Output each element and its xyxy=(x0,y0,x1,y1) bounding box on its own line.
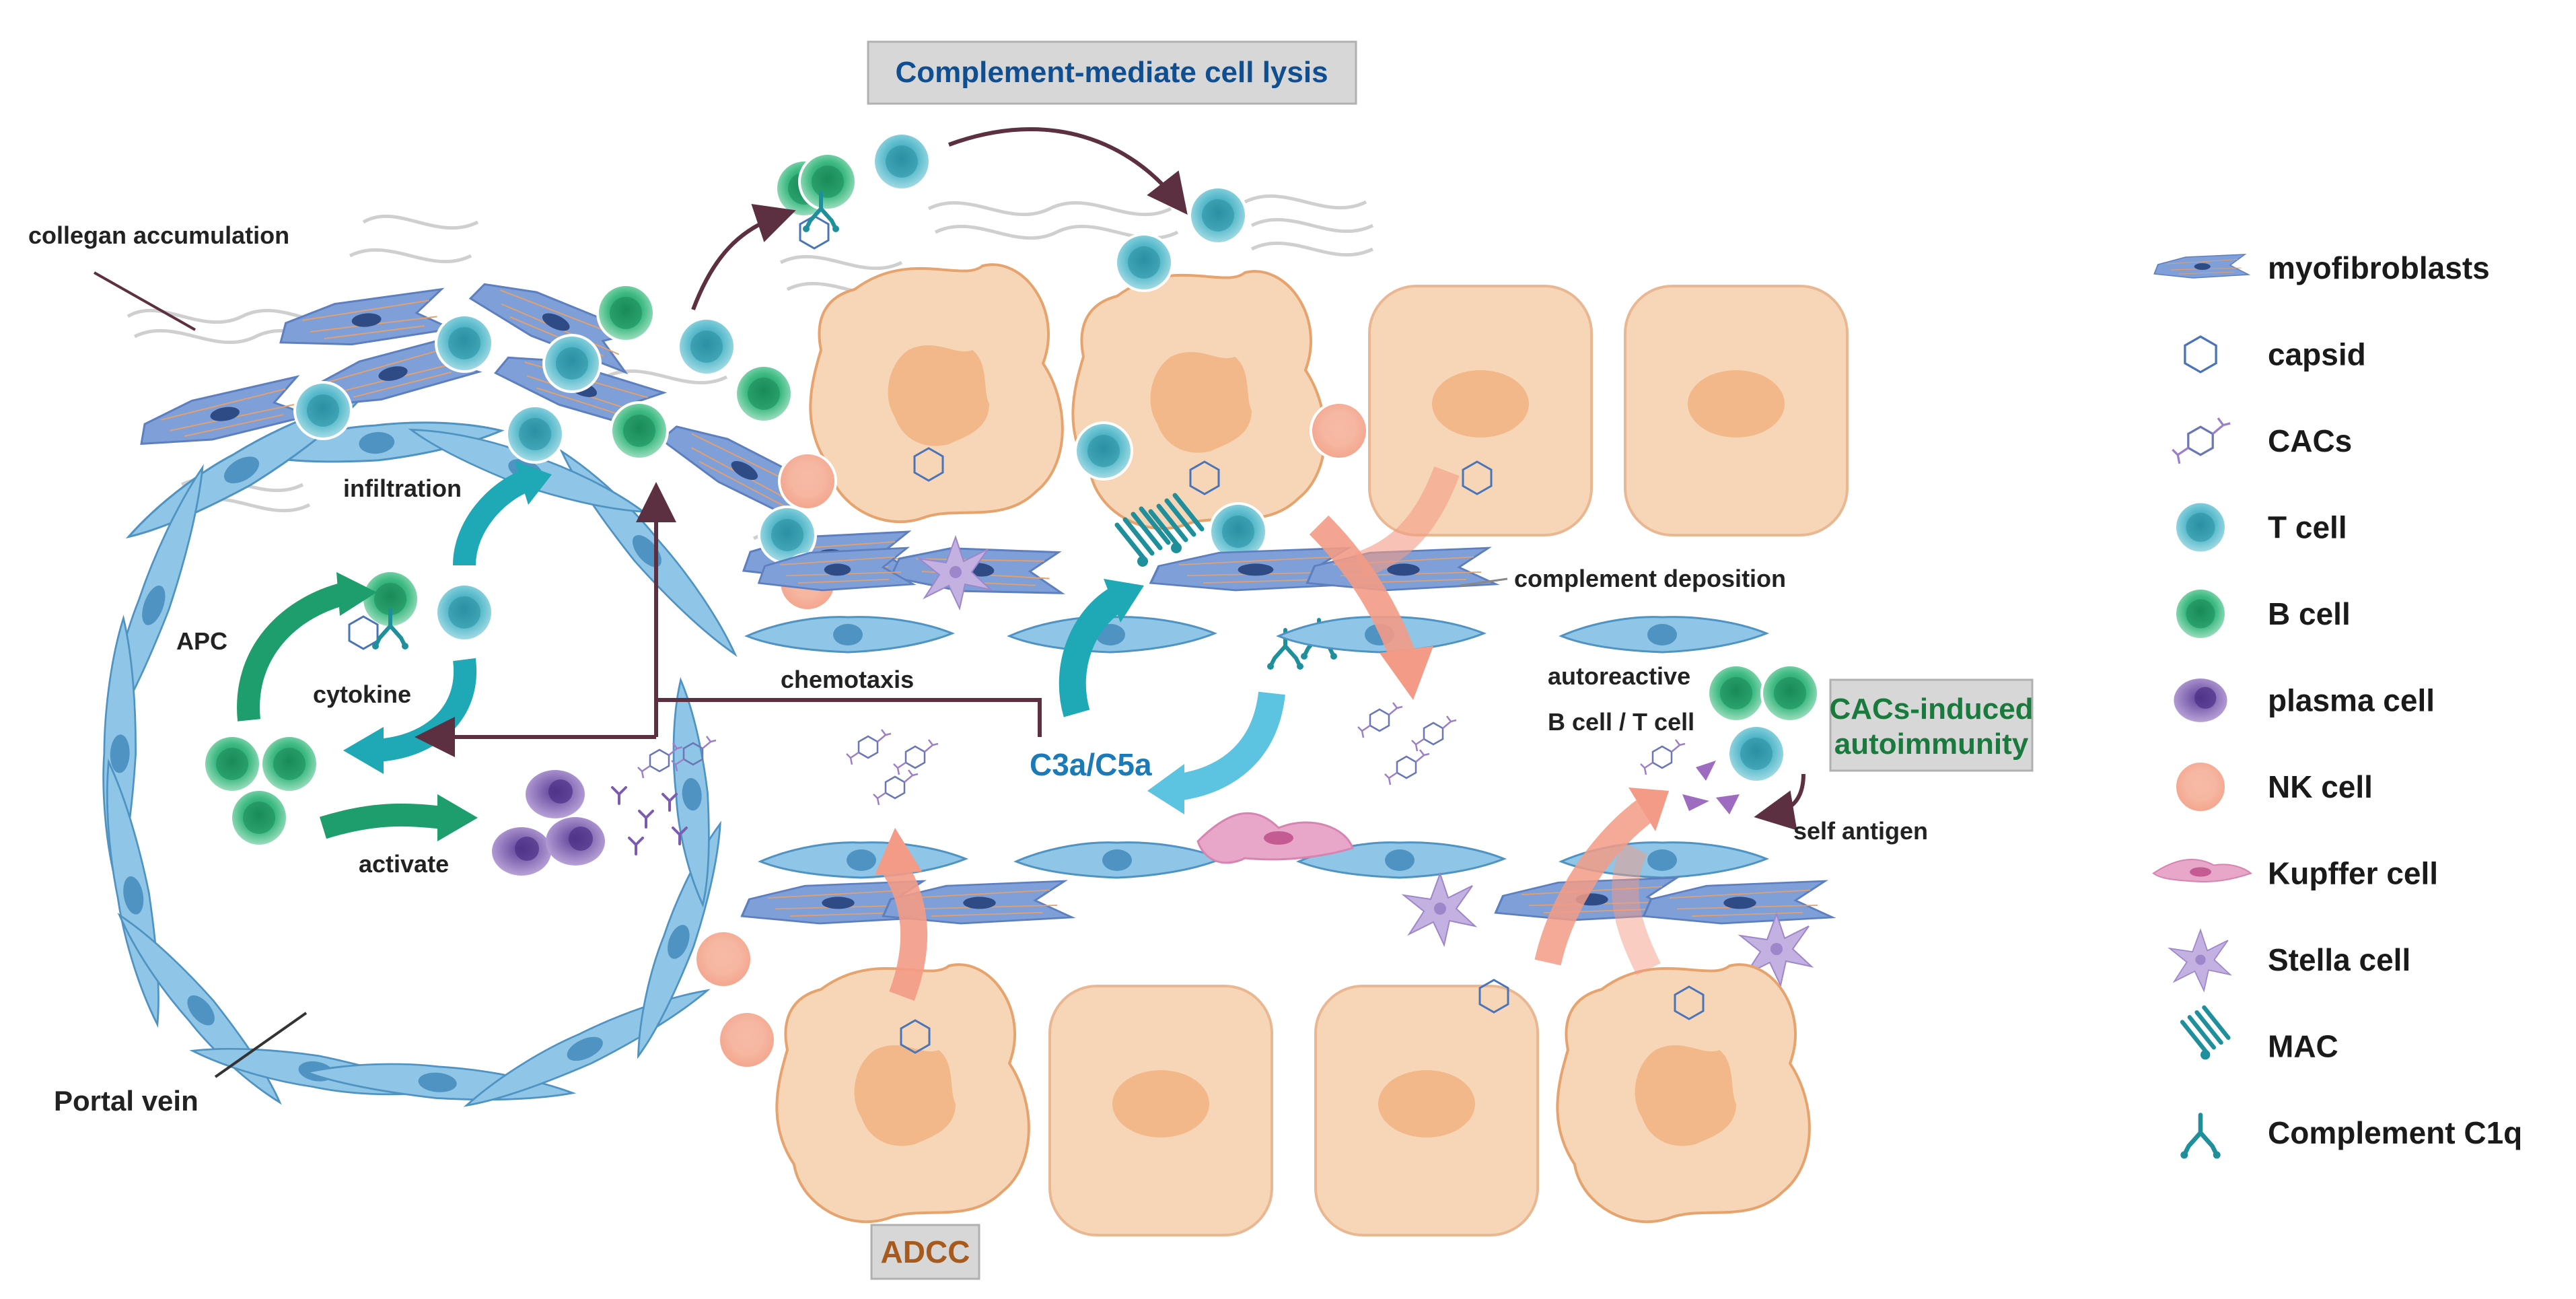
kupffer-cell-icon xyxy=(2152,858,2253,882)
complement-lysis-region: Complement-mediate cell lysis xyxy=(746,40,1849,814)
deposition-pointer xyxy=(1460,577,1508,587)
legend-background xyxy=(2143,222,2574,1286)
cytokine-label: cytokine xyxy=(313,680,411,708)
complement-title-box xyxy=(867,40,1357,105)
legend-label: Kupffer cell xyxy=(2268,856,2438,891)
chemotaxis-line xyxy=(636,482,1042,737)
c3a-arrow-down xyxy=(1175,691,1285,801)
autoimmune-arrow xyxy=(1534,796,1657,966)
cytokine-arrowhead xyxy=(343,727,384,774)
plasma-cells xyxy=(492,770,605,876)
apc-label: APC xyxy=(176,627,227,655)
hepatocyte-top-1 xyxy=(1368,285,1593,536)
salmon-arrow-cross xyxy=(1355,466,1460,578)
apc-complex xyxy=(348,569,494,650)
activate-label: activate xyxy=(359,850,449,878)
legend-icons xyxy=(2152,254,2253,1159)
legend-label: Complement C1q xyxy=(2268,1115,2522,1150)
diagram-labels: collegan accumulation infiltration APC c… xyxy=(28,221,1928,1117)
activate-arrow xyxy=(319,803,445,839)
infiltration-arrow xyxy=(453,470,530,566)
self-antigen-label: self antigen xyxy=(1793,817,1928,845)
complement-title: Complement-mediate cell lysis xyxy=(895,56,1328,89)
portal-vein-label: Portal vein xyxy=(54,1085,199,1117)
upward-arrow xyxy=(691,203,796,311)
nk-attacked-cell-4 xyxy=(1556,963,1811,1224)
legend-label: plasma cell xyxy=(2268,683,2435,718)
adcc-box xyxy=(870,1224,980,1280)
autoimmune-arrowhead xyxy=(1629,787,1669,831)
adcc-title: ADCC xyxy=(881,1234,970,1269)
legend-label: MAC xyxy=(2268,1029,2338,1064)
legend-label: myofibroblasts xyxy=(2268,250,2490,285)
salmon-arrowhead-down xyxy=(1380,646,1433,700)
hepatocyte-bottom-1 xyxy=(1048,985,1273,1236)
top-immune-pair xyxy=(798,132,931,250)
nk-cells-left xyxy=(694,929,777,1069)
plasma-cell-icon xyxy=(2174,678,2227,722)
legend-label: B cell xyxy=(2268,596,2351,631)
autoimmunity-region: CACs-induced autoimmunity xyxy=(1639,664,2034,831)
nk-attacked-cell-3 xyxy=(775,963,1030,1224)
b-cell-icon xyxy=(2174,587,2227,641)
self-antigen-arrow xyxy=(1754,773,1805,831)
b-t-cell-label: B cell / T cell xyxy=(1548,708,1694,736)
legend-label: NK cell xyxy=(2268,769,2373,804)
legend-label: capsid xyxy=(2268,337,2366,372)
c3a-arrow-up xyxy=(1059,587,1125,717)
self-antigen-triangles xyxy=(1682,761,1740,814)
autoreactive-label: autoreactive xyxy=(1548,662,1690,690)
nk-cell-icon xyxy=(2174,760,2227,814)
legend-label: CACs xyxy=(2268,423,2352,458)
legend-label: T cell xyxy=(2268,510,2347,545)
lower-sinusoid: ADCC xyxy=(694,787,1834,1280)
salmon-arrow-down xyxy=(1309,515,1419,671)
apc-arrowhead xyxy=(336,572,377,616)
legend-label: Stella cell xyxy=(2268,942,2410,977)
autoimmunity-box xyxy=(1829,678,2034,772)
t-cell-icon xyxy=(2174,500,2227,555)
chemotaxis-label: chemotaxis xyxy=(781,666,914,693)
autoimmunity-title-line2: autoimmunity xyxy=(1834,728,2029,761)
adcc-arrowhead xyxy=(875,828,922,875)
autoimmunity-title-line1: CACs-induced xyxy=(1829,693,2033,726)
top-arrow xyxy=(947,127,1188,215)
hepatocyte-bottom-2 xyxy=(1314,985,1539,1236)
collegan-label: collegan accumulation xyxy=(28,221,289,249)
nk-attacked-cell-1 xyxy=(809,263,1064,524)
portal-vein-region xyxy=(90,132,1067,1120)
stellate-bottom-1 xyxy=(1403,873,1476,946)
complement-deposition-label: complement deposition xyxy=(1514,565,1786,592)
collegan-pointer xyxy=(94,271,196,331)
c3a-arrowhead-down xyxy=(1147,764,1184,814)
hepatocyte-top-2 xyxy=(1624,285,1849,536)
portal-vein-pointer xyxy=(214,1012,308,1078)
apc-arrow xyxy=(237,581,353,722)
autoimmune-arrow-2 xyxy=(1612,842,1661,975)
c3a-c5a-label: C3a/C5a xyxy=(1030,747,1152,782)
infiltration-label: infiltration xyxy=(343,475,462,502)
c3a-arrowhead-up xyxy=(1104,579,1144,623)
infiltration-arrowhead xyxy=(515,461,552,505)
adcc-arrow xyxy=(883,861,928,1002)
activate-arrowhead xyxy=(437,794,478,841)
b-cell-trio xyxy=(203,734,319,847)
